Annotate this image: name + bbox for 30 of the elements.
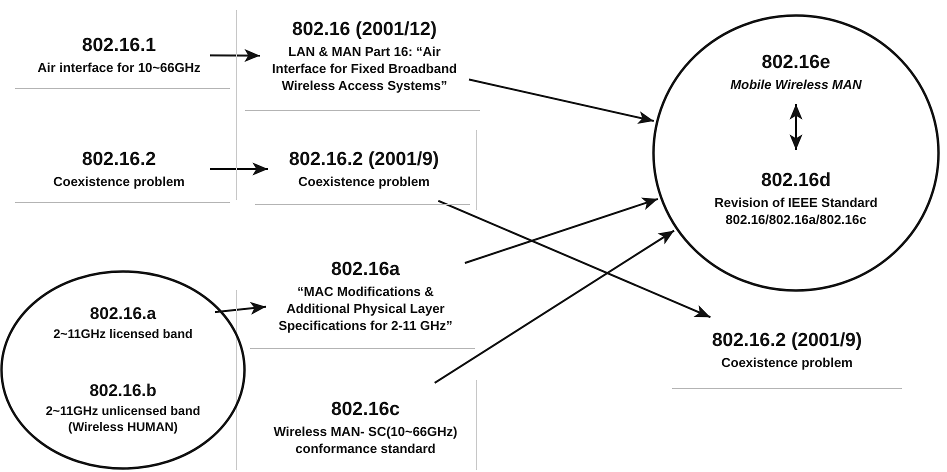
arrow: [468, 78, 654, 124]
standard-number: 802.16.2 (2001/9): [288, 148, 439, 171]
standard-description: Revision of IEEE Standard 802.16/802.16a/802.16c: [713, 194, 879, 228]
standard-number: 802.16e: [762, 51, 830, 74]
arrow: [210, 162, 268, 176]
standard-number: 802.16 (2001/12): [292, 18, 437, 41]
standard-number: 802.16.1: [82, 34, 156, 57]
standard-number: 802.16.2: [82, 148, 156, 171]
standard-description: Coexistence problem: [53, 173, 185, 190]
standard-number: 802.16c: [331, 398, 400, 420]
arrow: [438, 200, 711, 318]
standard-number: 802.16.a: [90, 302, 156, 324]
arrow: [210, 49, 260, 62]
standard-number: 802.16a: [331, 258, 400, 281]
standard-description: Coexistence problem: [298, 173, 430, 190]
standard-description: Coexistence problem: [721, 354, 853, 371]
standard-description: Mobile Wireless MAN: [730, 76, 862, 93]
standard-description: 2~11GHz licensed band: [53, 326, 193, 342]
standard-description: Wireless MAN- SC(10~66GHz) conformance standard: [272, 422, 458, 456]
standard-description: Air interface for 10~66GHz: [38, 59, 200, 76]
standard-number: 802.16.b: [89, 380, 157, 400]
arrow: [464, 198, 658, 264]
arrow: [214, 302, 266, 315]
standard-description: LAN & MAN Part 16: “Air Interface for Fixed Broadband Wireless Access Systems”: [271, 43, 458, 94]
arrow: [434, 230, 675, 384]
standard-number: 802.16.2 (2001/9): [712, 329, 862, 352]
standard-number: 802.16d: [761, 168, 831, 192]
arrow: [790, 104, 802, 150]
standard-description: “MAC Modifications & Additional Physical Layer Specifications for 2-11 GHz”: [277, 283, 454, 334]
standard-description: 2~11GHz unlicensed band (Wireless HUMAN): [44, 402, 202, 434]
